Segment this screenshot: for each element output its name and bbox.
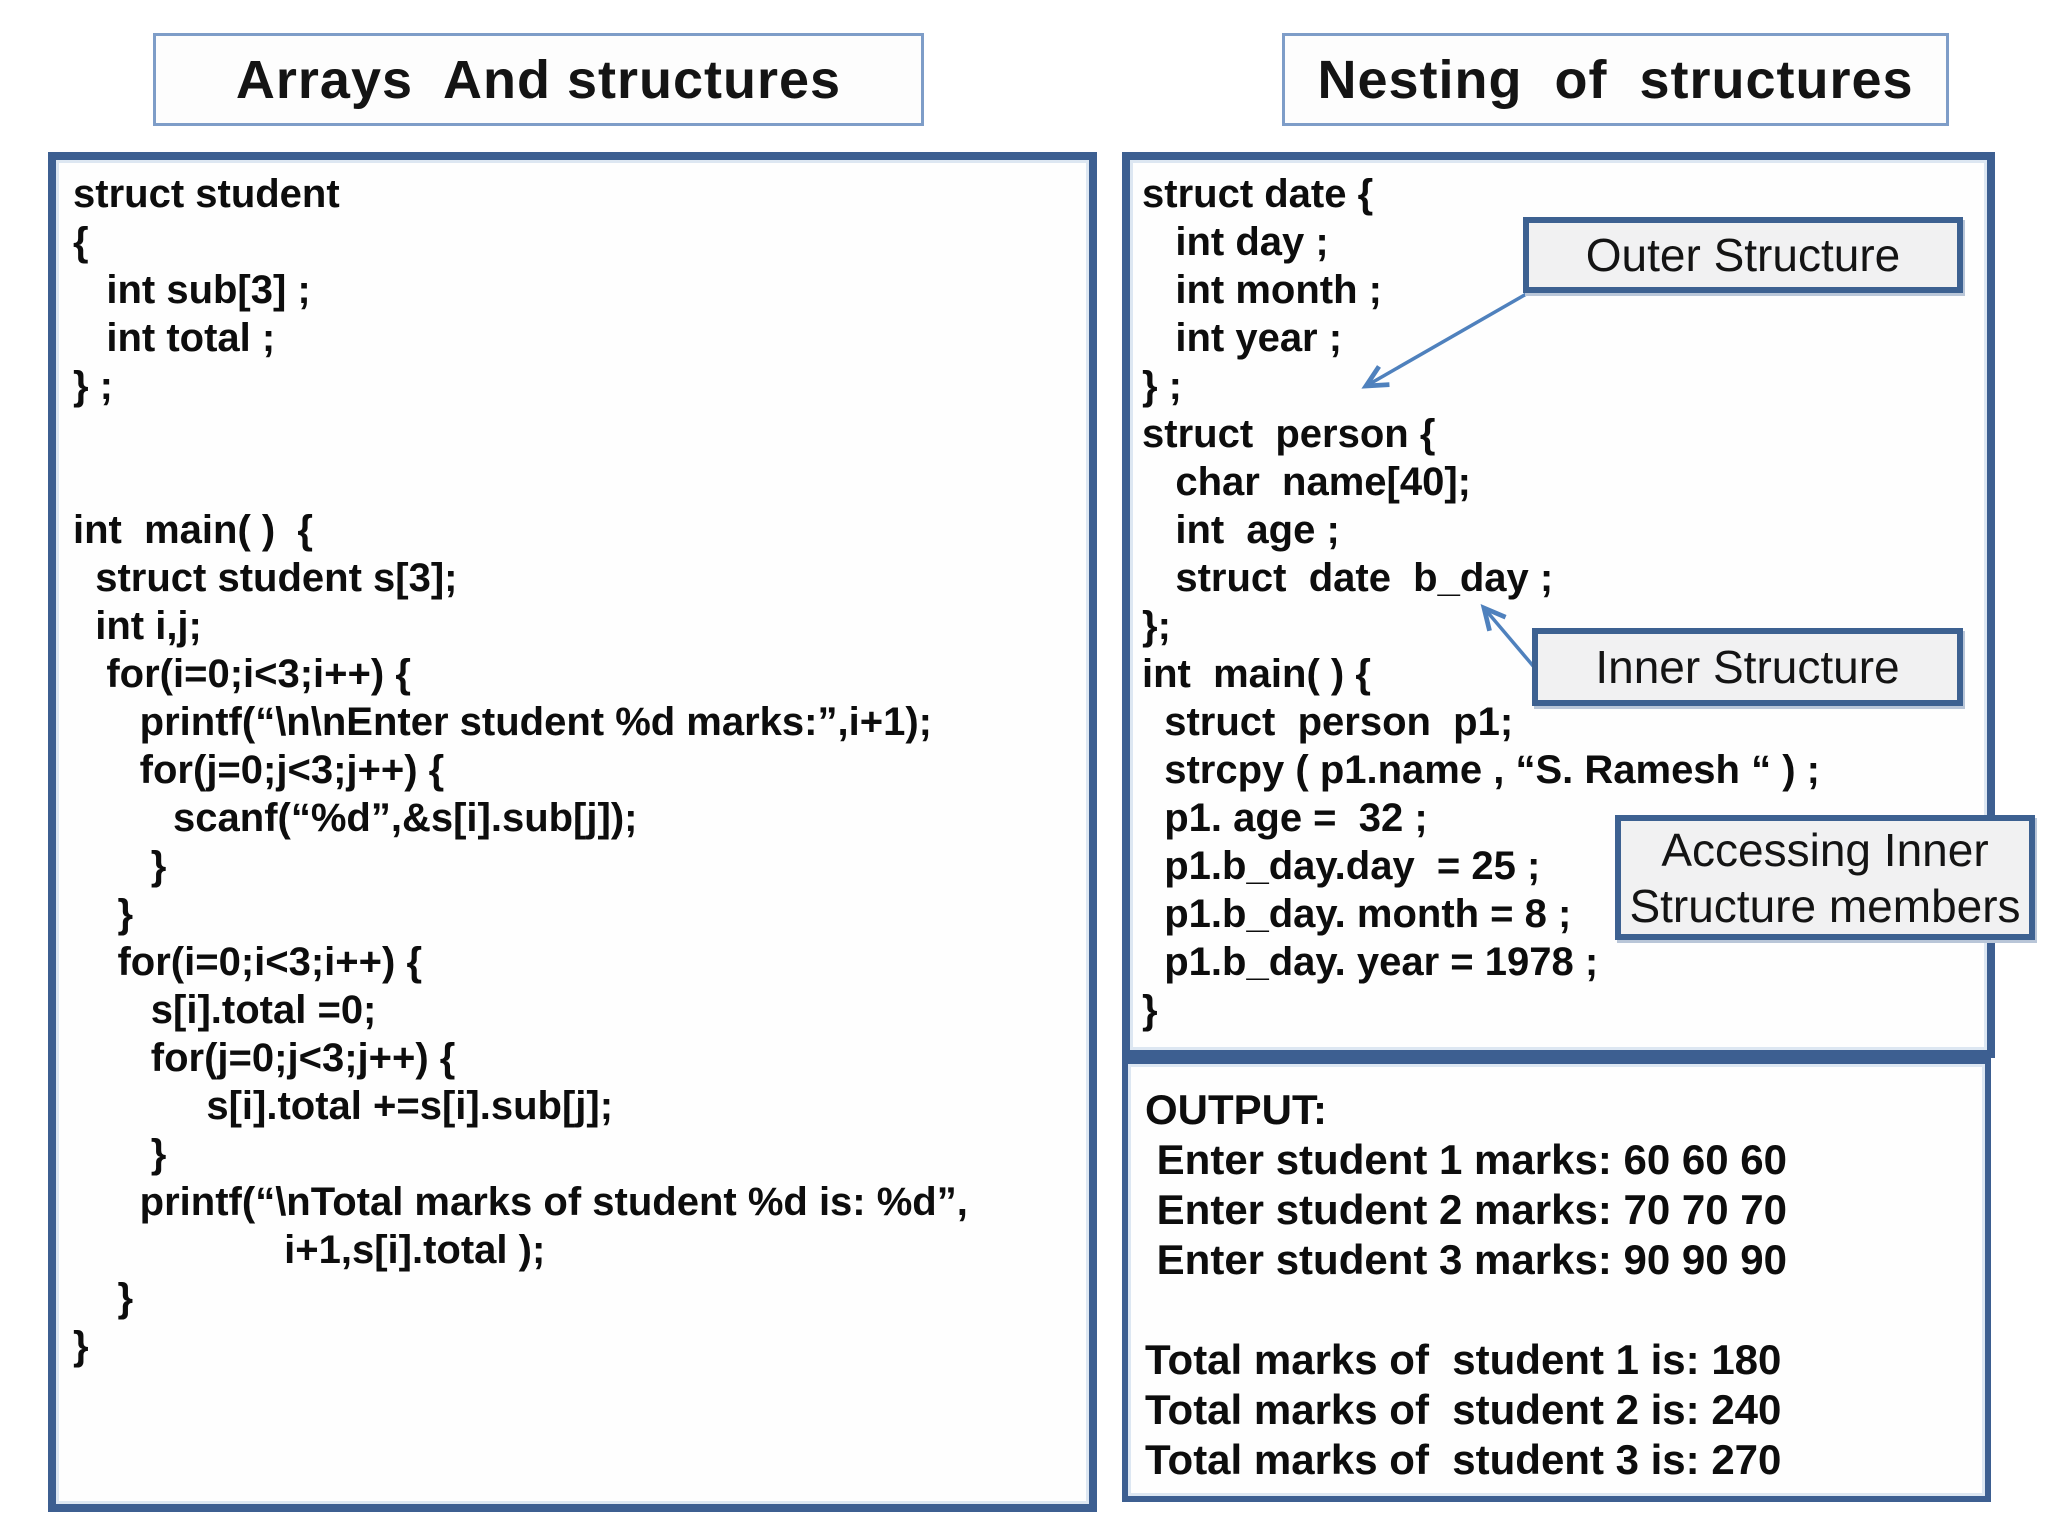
- outer-structure-callout: Outer Structure: [1523, 217, 1963, 293]
- left-title: Arrays And structures: [235, 49, 842, 110]
- accessing-label-line2: Structure members: [1629, 879, 2021, 932]
- right-title: Nesting of structures: [1317, 49, 1914, 110]
- left-title-box: Arrays And structures: [153, 33, 924, 126]
- outer-structure-label: Outer Structure: [1585, 229, 1901, 281]
- inner-structure-callout: Inner Structure: [1532, 628, 1963, 706]
- accessing-inner-members-callout: Accessing Inner Structure members: [1615, 815, 2035, 940]
- left-code-box: struct student { int sub[3] ; int total …: [48, 152, 1097, 1512]
- accessing-label-line1: Accessing Inner: [1661, 823, 1989, 876]
- left-code: struct student { int sub[3] ; int total …: [73, 172, 968, 1368]
- inner-structure-label: Inner Structure: [1595, 641, 1900, 693]
- output-box: OUTPUT: Enter student 1 marks: 60 60 60 …: [1122, 1058, 1991, 1502]
- output-text: OUTPUT: Enter student 1 marks: 60 60 60 …: [1145, 1086, 1787, 1483]
- right-title-box: Nesting of structures: [1282, 33, 1949, 126]
- right-code: struct date { int day ; int month ; int …: [1142, 172, 1820, 1032]
- right-code-box: struct date { int day ; int month ; int …: [1122, 152, 1995, 1058]
